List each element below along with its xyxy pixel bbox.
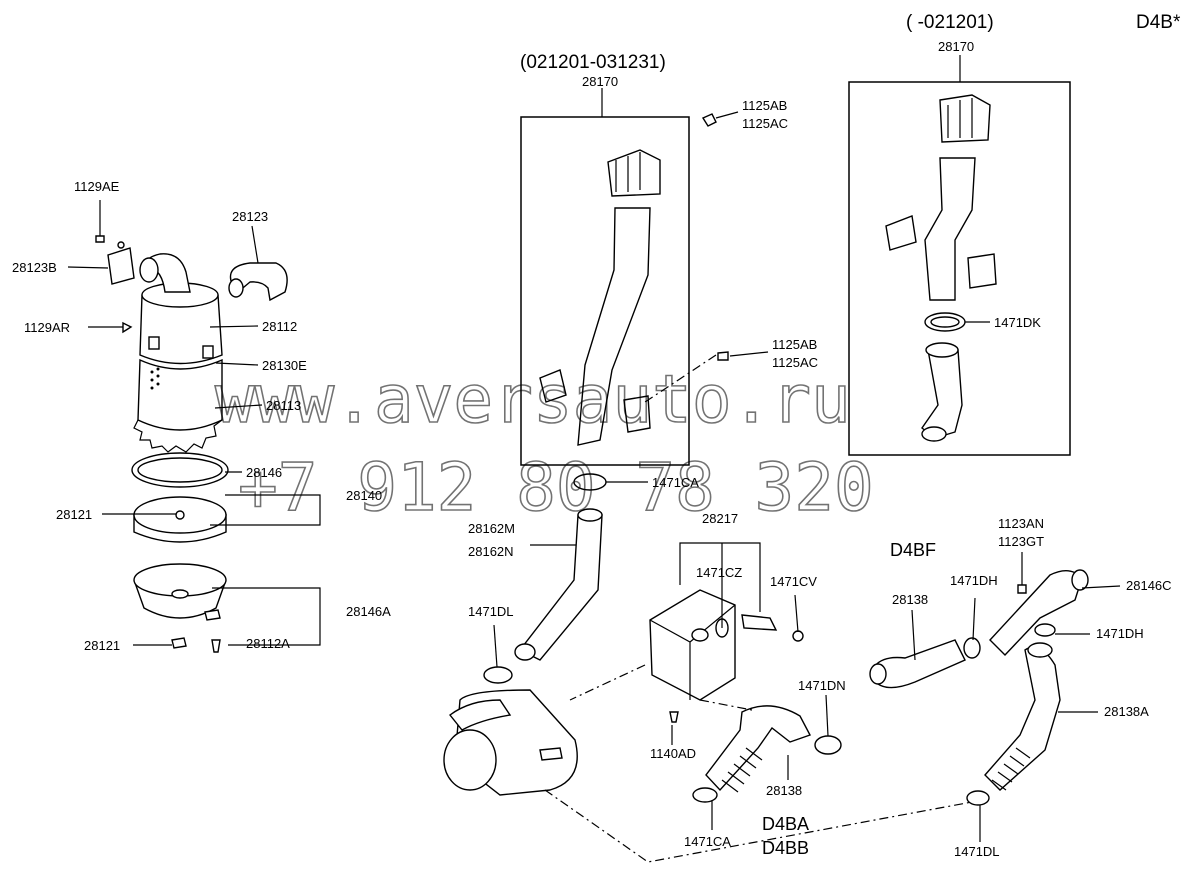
- hose-28138-d4bf: [869, 637, 981, 689]
- part-label-28138: 28138: [892, 592, 928, 607]
- clamp-1471ca-bottom: [692, 787, 718, 803]
- part-label-1471ca: 1471CA: [684, 834, 731, 849]
- variant-range-right: ( -021201): [906, 12, 994, 33]
- part-label-1140ad: 1140AD: [650, 746, 696, 761]
- part-label-1125ac: 1125AC: [742, 116, 788, 131]
- dash-lines: [544, 354, 973, 863]
- clamp-1471dh: [1034, 623, 1056, 637]
- part-label-1471dk: 1471DK: [994, 315, 1041, 330]
- part-label-28217: 28217: [702, 511, 738, 526]
- filter-ring-28146: [131, 452, 229, 488]
- screw-1140ad: [669, 711, 679, 723]
- bolt-1129ae: [95, 200, 105, 243]
- part-label-28138a: 28138A: [1104, 704, 1149, 719]
- part-label-1125ab: 1125AB: [772, 337, 817, 352]
- engine-label-d4bb: D4BB: [762, 838, 809, 858]
- corrugated-hose-28138: [705, 705, 842, 793]
- part-labels: 28170 28170 1125AB 1125AC 1125AB 1125AC …: [12, 39, 1172, 859]
- part-label-28170: 28170: [582, 74, 618, 89]
- bolt-1129ar: [88, 321, 133, 334]
- part-label-1129ae: 1129AE: [74, 179, 120, 194]
- part-label-28146c: 28146C: [1126, 578, 1172, 593]
- watermark-site: www.aversauto.ru: [215, 361, 851, 438]
- part-label-28162m: 28162M: [468, 521, 515, 536]
- air-cleaner-body: [133, 358, 223, 453]
- part-label-28113: 28113: [266, 398, 301, 413]
- elbow-28123: [228, 262, 288, 302]
- part-label-28146a: 28146A: [346, 604, 391, 619]
- part-label-1125ac: 1125AC: [772, 355, 818, 370]
- engine-label-d4ba: D4BA: [762, 814, 809, 834]
- part-label-28112: 28112: [262, 319, 297, 334]
- clamp-1471dl-right: [966, 790, 990, 806]
- part-label-28170: 28170: [938, 39, 974, 54]
- part-label-1123an: 1123AN: [998, 516, 1044, 531]
- part-label-1471dl: 1471DL: [468, 604, 514, 619]
- resonator-main: [443, 689, 578, 796]
- part-label-28121: 28121: [84, 638, 120, 653]
- elbow-right: [921, 342, 963, 442]
- part-label-28121: 28121: [56, 507, 92, 522]
- screw-28112a: [211, 639, 221, 653]
- bracket-28123b: [107, 241, 135, 285]
- bolt-1125ab-upper: [701, 113, 717, 127]
- air-cleaner-cover: [139, 253, 223, 365]
- part-label-1471cz: 1471CZ: [696, 565, 742, 580]
- lower-housing-28146a: [133, 563, 227, 621]
- part-label-28123: 28123: [232, 209, 268, 224]
- clip-28121: [171, 637, 187, 649]
- variant-box-left: [520, 116, 690, 466]
- part-label-1471cv: 1471CV: [770, 574, 817, 589]
- part-label-28138: 28138: [766, 783, 802, 798]
- pipe-1471cv: [741, 614, 804, 642]
- variant-range-left: (021201-031231): [520, 52, 666, 73]
- part-label-28146: 28146: [246, 465, 282, 480]
- part-label-1471dh: 1471DH: [1096, 626, 1144, 641]
- resonator-box-28217: [649, 589, 736, 701]
- hose-28146c: [989, 569, 1089, 657]
- corrugated-hose-28138a: [984, 642, 1061, 791]
- part-label-1129ar: 1129AR: [24, 320, 70, 335]
- watermark-phone: +7 912 80 78 320: [238, 449, 874, 526]
- part-label-28162n: 28162N: [468, 544, 514, 559]
- part-label-28112a: 28112A: [246, 636, 290, 651]
- part-label-28140: 28140: [346, 488, 382, 503]
- part-label-1123gt: 1123GT: [998, 534, 1044, 549]
- clamp-1471dk: [924, 312, 966, 332]
- duct-28170-right: [885, 94, 997, 301]
- corner-code: D4B*: [1136, 12, 1181, 33]
- filter-element-28140: [133, 496, 227, 543]
- part-label-28130e: 28130E: [262, 358, 307, 373]
- duct-28170-left: [539, 149, 661, 446]
- leader-lines: [67, 55, 1121, 842]
- part-label-1125ab: 1125AB: [742, 98, 787, 113]
- part-label-1471dn: 1471DN: [798, 678, 846, 693]
- bolt-1125ab-middle: [717, 351, 729, 361]
- engine-label-d4bf: D4BF: [890, 540, 936, 560]
- part-label-1471ca: 1471CA: [652, 475, 699, 490]
- bolt-1123an: [1017, 552, 1027, 594]
- vent-holes: [150, 367, 160, 390]
- part-label-1471dh: 1471DH: [950, 573, 998, 588]
- part-label-28123b: 28123B: [12, 260, 57, 275]
- clamp-1471dl-left: [483, 666, 513, 684]
- hose-28162: [514, 508, 603, 661]
- part-label-1471dl: 1471DL: [954, 844, 1000, 859]
